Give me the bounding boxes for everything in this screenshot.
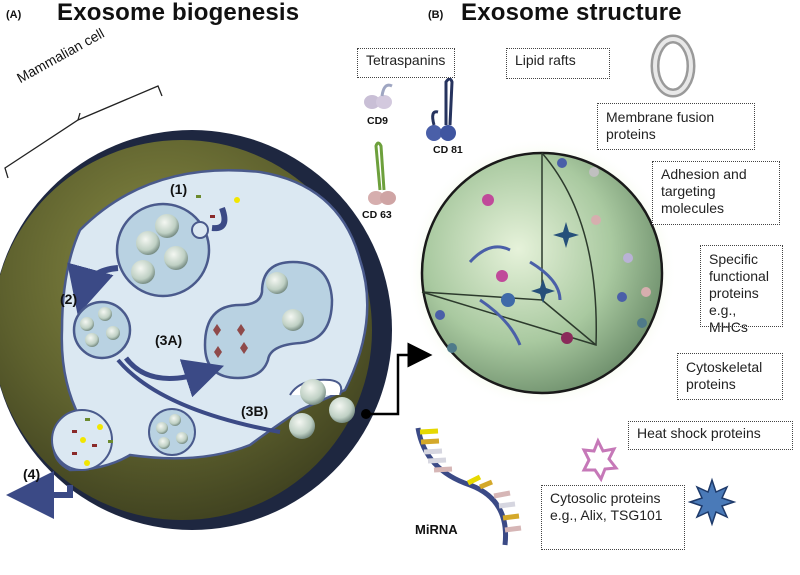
panel-b-title: Exosome structure bbox=[461, 0, 682, 26]
early-endosome bbox=[115, 195, 240, 298]
mammalian-cell-bracket bbox=[4, 85, 163, 179]
mammalian-cell bbox=[0, 130, 392, 530]
adhesion-targeting-box: Adhesion and targeting molecules bbox=[652, 161, 780, 225]
cytoskeletal-box: Cytoskeletal proteins bbox=[677, 353, 783, 400]
cytosolic-label: Cytosolic proteins e.g., Alix, TSG101 bbox=[550, 490, 663, 523]
arrow-step4 bbox=[6, 471, 73, 519]
step-3a-label: (3A) bbox=[155, 332, 183, 348]
tetraspanins-label-box: Tetraspanins bbox=[357, 48, 455, 78]
mirna-strand-icon bbox=[415, 427, 522, 546]
small-mvb bbox=[148, 408, 196, 456]
panel-b-letter: (B) bbox=[428, 9, 444, 21]
panel-a-title: Exosome biogenesis bbox=[57, 0, 300, 26]
step-2-label: (2) bbox=[60, 291, 78, 307]
specific-functional-box: Specific functional proteins e.g., MHCs bbox=[700, 245, 783, 335]
cytosolic-box: Cytosolic proteins e.g., Alix, TSG101 bbox=[541, 485, 685, 550]
connector-arrow bbox=[361, 342, 433, 419]
step-1-label: (1) bbox=[170, 181, 188, 197]
cytoskeletal-label: Cytoskeletal proteins bbox=[686, 359, 763, 392]
cd81-label: CD 81 bbox=[433, 144, 463, 156]
step-3b-label: (3B) bbox=[241, 403, 269, 419]
plasma-membrane-budding bbox=[51, 409, 113, 471]
exosome-release bbox=[289, 378, 355, 439]
heat-shock-star-icon bbox=[581, 437, 619, 483]
mirna-label: MiRNA bbox=[415, 522, 458, 537]
lysosome-fusion bbox=[203, 260, 334, 380]
exosome-sphere bbox=[407, 138, 677, 408]
ring-icon bbox=[650, 34, 696, 98]
cytosolic-star-icon bbox=[687, 477, 737, 527]
tetraspanins-label: Tetraspanins bbox=[366, 52, 446, 68]
heat-shock-label: Heat shock proteins bbox=[637, 425, 761, 441]
cd9-label: CD9 bbox=[367, 115, 389, 127]
step-4-label: (4) bbox=[23, 466, 41, 482]
lipid-rafts-box: Lipid rafts bbox=[506, 48, 610, 79]
lipid-rafts-label: Lipid rafts bbox=[515, 52, 576, 68]
membrane-fusion-box: Membrane fusion proteins bbox=[597, 103, 755, 150]
cd63-icon bbox=[368, 141, 396, 205]
membrane-fusion-label: Membrane fusion proteins bbox=[606, 109, 715, 142]
arrow-step2-to-3b bbox=[116, 358, 281, 434]
multivesicular-body bbox=[72, 300, 132, 360]
panel-a-letter: (A) bbox=[6, 9, 22, 21]
arrow-step2-to-3a bbox=[124, 356, 225, 398]
specific-functional-label: Specific functional proteins e.g., MHCs bbox=[709, 251, 769, 335]
cd63-label: CD 63 bbox=[362, 209, 392, 221]
cd9-icon bbox=[364, 83, 393, 109]
arrow-step1-to-2 bbox=[67, 262, 119, 316]
cd81-icon bbox=[426, 77, 456, 141]
adhesion-targeting-label: Adhesion and targeting molecules bbox=[661, 166, 747, 216]
heat-shock-box: Heat shock proteins bbox=[628, 421, 793, 450]
